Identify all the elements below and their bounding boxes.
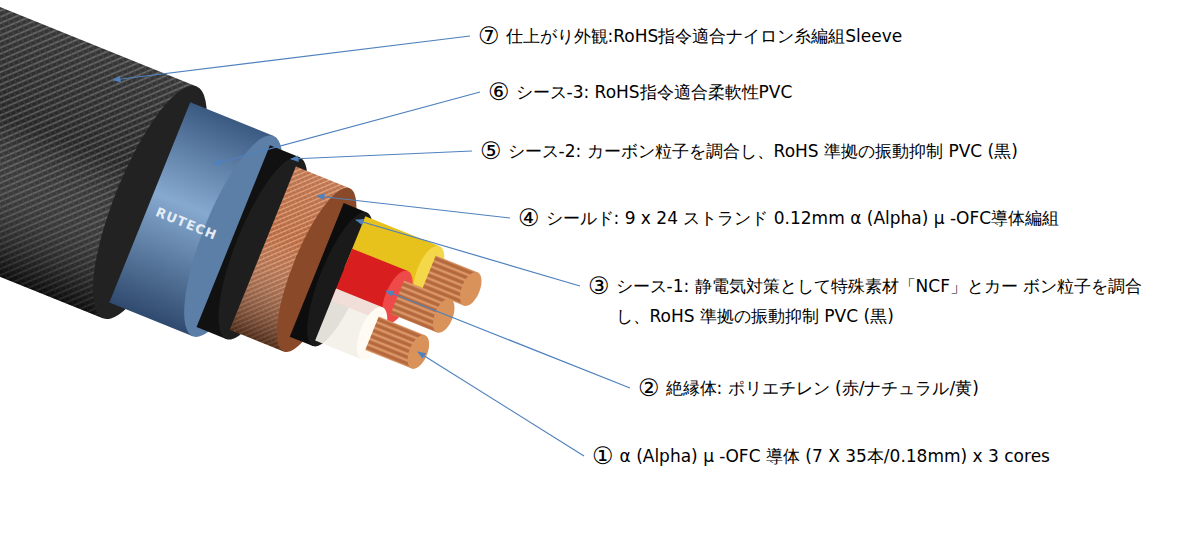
leader-line — [386, 291, 630, 388]
callout-text: 絶縁体: ポリエチレン (赤/ナチュラル/黄) — [666, 373, 979, 403]
callout-text: 仕上がり外観:RoHS指令適合ナイロン糸編組Sleeve — [506, 21, 903, 51]
callout-text: シース-2: カーボン粒子を調合し、RoHS 準拠の振動抑制 PVC (黒) — [508, 136, 1018, 166]
natural-wire — [315, 289, 437, 382]
callout-number: ② — [638, 373, 660, 403]
callout-text: α (Alpha) μ -OFC 導体 (7 X 35本/0.18mm) x 3… — [620, 441, 1050, 471]
leader-line — [291, 151, 472, 159]
leader-line — [418, 352, 584, 456]
cable — [0, 0, 511, 445]
leader-line — [214, 92, 480, 164]
callout-text: シース-3: RoHS指令適合柔軟性PVC — [516, 77, 793, 107]
leader-line — [113, 36, 470, 80]
callout-number: ① — [592, 441, 614, 471]
callout-text: シールド: 9 x 24 ストランド 0.12mm α (Alpha) μ -O… — [546, 203, 1060, 233]
brand-print: RUTECH — [153, 204, 219, 243]
leader-line — [356, 220, 580, 286]
callout-text: シース-1: 静電気対策として特殊素材「NCF」とカー ボン粒子を調合し、RoH… — [616, 271, 1161, 331]
callout-number: ④ — [518, 203, 540, 233]
leader-line — [317, 196, 510, 218]
conductor-end — [456, 269, 486, 309]
conductor-end — [429, 296, 459, 336]
callout-number: ⑥ — [488, 77, 510, 107]
callout-number: ③ — [588, 271, 610, 301]
callout-number: ⑦ — [478, 21, 500, 51]
callout-number: ⑤ — [480, 136, 502, 166]
